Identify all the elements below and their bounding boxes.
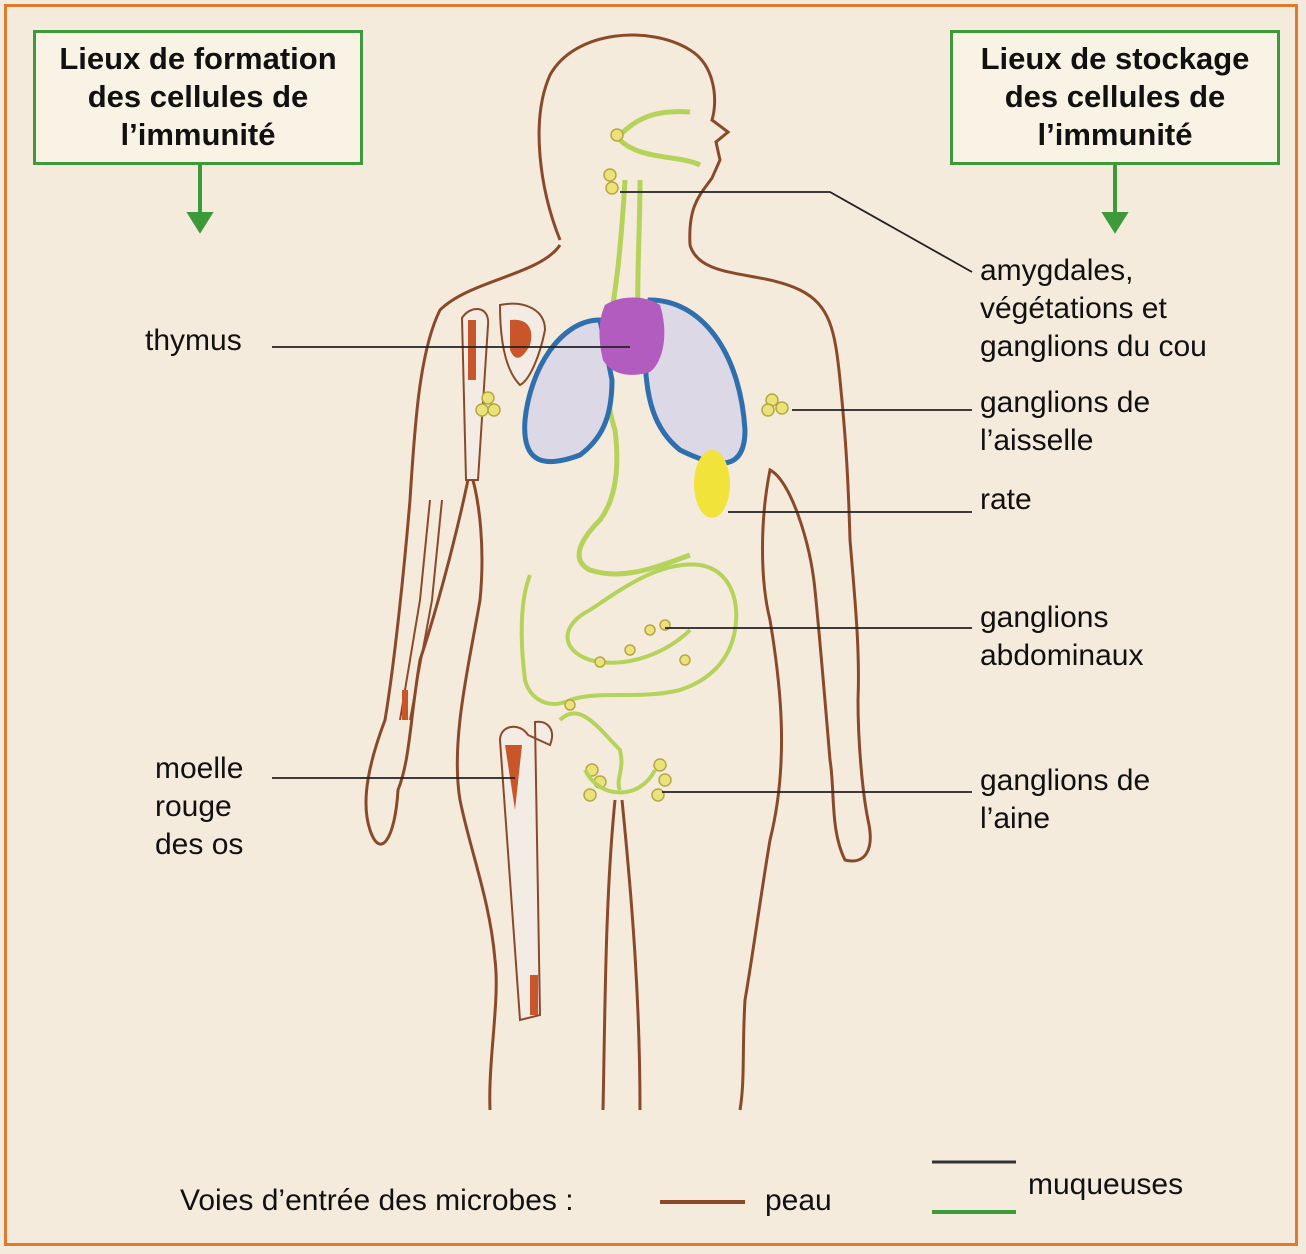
label-aisselle: ganglions de l’aisselle <box>980 384 1150 460</box>
leader-lines <box>272 192 972 792</box>
humerus-marrow <box>468 320 476 380</box>
formation-box-text: Lieux de formation des cellules de l’imm… <box>36 40 360 154</box>
label-abdominaux: ganglions abdominaux <box>980 599 1143 675</box>
legend-title: Voies d’entrée des microbes : <box>180 1184 574 1218</box>
stockage-arrow <box>1105 165 1125 230</box>
leg-inner-line <box>603 800 640 1110</box>
stockage-box-text: Lieux de stockage des cellules de l’immu… <box>953 40 1277 154</box>
forearm-marrow <box>402 690 408 720</box>
spleen-organ <box>694 450 730 518</box>
neck-nodes <box>604 129 623 194</box>
formation-arrow <box>190 165 210 230</box>
label-aine: ganglions de l’aine <box>980 762 1150 838</box>
thymus-organ <box>599 298 664 375</box>
stockage-box: Lieux de stockage des cellules de l’immu… <box>950 30 1280 165</box>
intestine-path <box>522 564 737 790</box>
femur-bone <box>500 722 552 1020</box>
legend-peau: peau <box>765 1184 832 1218</box>
label-moelle: moelle rouge des os <box>155 750 243 864</box>
groin-nodes <box>584 759 671 801</box>
formation-box: Lieux de formation des cellules de l’imm… <box>33 30 363 165</box>
label-thymus: thymus <box>145 322 242 360</box>
label-amygdales: amygdales, végétations et ganglions du c… <box>980 252 1207 366</box>
legend-muqueuses: muqueuses <box>1028 1168 1183 1202</box>
label-rate: rate <box>980 481 1032 519</box>
femur-marrow-lower <box>530 975 538 1015</box>
